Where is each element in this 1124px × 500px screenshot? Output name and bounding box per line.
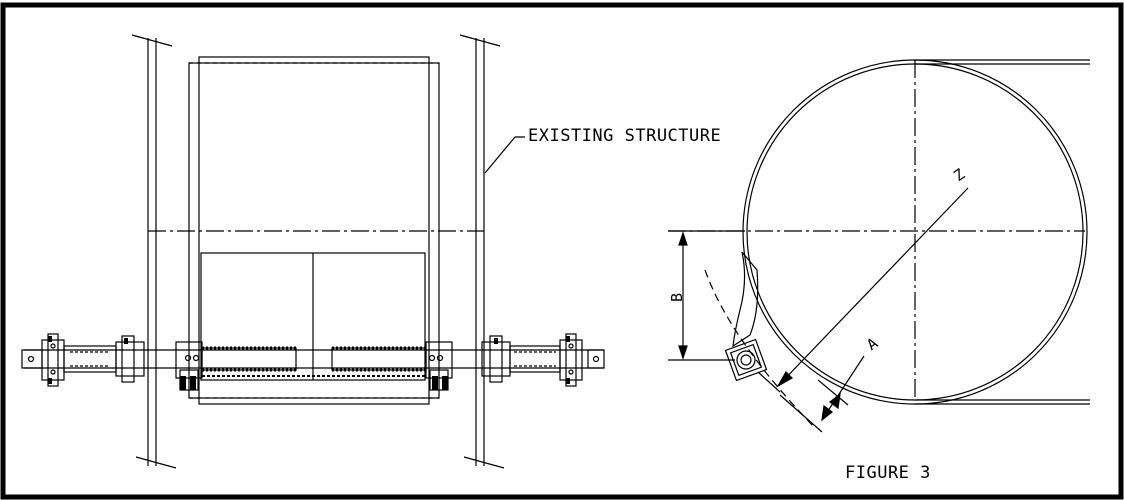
figure-label: FIGURE 3 [845,463,931,483]
radial-line-z [777,187,969,387]
dimension-a [779,355,865,433]
drum-inner-circle [746,63,1084,401]
rotated-nut [724,338,768,382]
existing-structure-leader [484,136,525,174]
hook-arm [732,251,759,348]
bearing-solid-fills [48,336,570,390]
side-section-view [668,59,1090,433]
hoist-shaft-assembly [21,333,605,391]
existing-structure-label: EXISTING STRUCTURE [528,126,722,146]
dimension-b [668,230,745,361]
dimension-b-label: B [668,292,687,303]
front-elevation-view [21,34,605,469]
left-structure-column [131,34,177,469]
right-structure-column [459,34,505,469]
